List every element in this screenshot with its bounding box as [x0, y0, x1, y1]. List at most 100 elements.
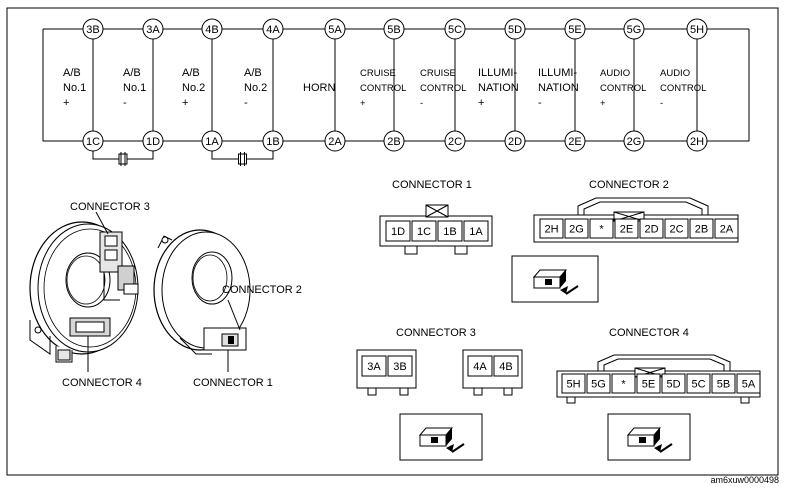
function-label-5E-0: ILLUMI- [538, 67, 577, 79]
pin-label-2C: 2C [669, 224, 683, 236]
pin-cavity-1B [437, 220, 463, 242]
pin-cavity-4A [467, 355, 493, 377]
function-label-4A-0: A/B [244, 67, 262, 79]
pin-cavity-* [611, 373, 636, 394]
function-label-5H-2: - [660, 98, 663, 109]
pin-label-*: * [599, 224, 604, 236]
function-label-3B-1: No.1 [63, 82, 86, 94]
pin-label-*: * [621, 379, 626, 391]
callout-connector-4: CONNECTOR 4 [62, 377, 142, 389]
terminal-label-1D: 1D [146, 136, 160, 148]
pin-cavity-5C [686, 373, 711, 394]
figure-code: am6xuw0000498 [710, 475, 779, 485]
function-label-5G-2: + [600, 98, 606, 109]
terminal-label-5C: 5C [448, 24, 462, 36]
terminal-5B [383, 18, 405, 40]
pin-label-1A: 1A [469, 226, 483, 238]
function-label-5H-0: AUDIO [660, 68, 690, 79]
terminal-2D [504, 130, 526, 152]
function-label-5B-2: + [360, 98, 366, 109]
terminal-label-5B: 5B [387, 24, 400, 36]
pin-cavity-1C [411, 220, 437, 242]
terminal-4A [262, 18, 284, 40]
function-label-5D-1: NATION [478, 82, 519, 94]
pin-label-3B: 3B [393, 361, 406, 373]
function-label-4B-0: A/B [182, 67, 200, 79]
pin-cavity-5G [586, 373, 611, 394]
function-label-5E-1: NATION [538, 82, 579, 94]
pin-cavity-2C [664, 218, 689, 239]
terminal-2G [623, 130, 645, 152]
function-label-5D-2: + [478, 97, 484, 109]
function-label-5C-2: - [420, 98, 423, 109]
terminal-5C [444, 18, 466, 40]
pin-cavity-3A [361, 355, 387, 377]
terminal-label-4B: 4B [205, 24, 218, 36]
pin-label-5H: 5H [566, 379, 580, 391]
pin-cavity-2E [614, 218, 639, 239]
terminal-5A [324, 18, 346, 40]
terminal-label-5A: 5A [328, 24, 342, 36]
terminal-2E [564, 130, 586, 152]
pin-label-5A: 5A [742, 379, 756, 391]
clock-spring-front-view [153, 229, 251, 372]
connector-2-latch [577, 197, 709, 215]
pin-cavity-2G [564, 218, 589, 239]
pin-label-4B: 4B [499, 361, 512, 373]
pin-cavity-2B [689, 218, 714, 239]
pin-label-5G: 5G [591, 379, 606, 391]
pin-label-2D: 2D [644, 224, 658, 236]
pin-cavity-3B [387, 355, 413, 377]
pin-label-1B: 1B [443, 226, 456, 238]
terminal-label-2D: 2D [508, 136, 522, 148]
terminal-label-5H: 5H [690, 24, 704, 36]
pin-label-2H: 2H [544, 224, 558, 236]
terminal-label-2G: 2G [627, 136, 642, 148]
function-label-5B-1: CONTROL [360, 83, 406, 94]
terminal-label-2E: 2E [568, 136, 581, 148]
pin-label-5E: 5E [642, 379, 655, 391]
connector-4-latch [597, 354, 731, 372]
pin-label-2E: 2E [620, 224, 633, 236]
function-label-5C-0: CRUISE [420, 68, 456, 79]
pin-cavity-1A [463, 220, 489, 242]
function-label-4B-2: + [182, 97, 188, 109]
function-label-3A-1: No.1 [123, 82, 146, 94]
pin-cavity-5E [636, 373, 661, 394]
connector-2-title: CONNECTOR 2 [589, 179, 669, 191]
clock-spring-rear-view [29, 211, 139, 372]
pin-label-4A: 4A [473, 361, 487, 373]
pin-cavity-4B [493, 355, 519, 377]
function-label-5D-0: ILLUMI- [478, 67, 517, 79]
pin-cavity-5H [561, 373, 586, 394]
terminal-label-3B: 3B [86, 24, 99, 36]
terminal-label-2C: 2C [448, 136, 462, 148]
terminal-label-1B: 1B [266, 136, 279, 148]
pin-label-1D: 1D [391, 226, 405, 238]
function-label-3A-0: A/B [123, 67, 141, 79]
terminal-label-5E: 5E [568, 24, 581, 36]
function-label-3B-2: + [63, 97, 69, 109]
terminal-label-1A: 1A [205, 136, 219, 148]
function-label-3A-2: - [123, 97, 127, 109]
terminal-label-1C: 1C [86, 136, 100, 148]
callout-connector-2: CONNECTOR 2 [222, 284, 302, 296]
pin-label-2G: 2G [569, 224, 584, 236]
function-label-5G-0: AUDIO [600, 68, 630, 79]
function-label-4B-1: No.2 [182, 82, 205, 94]
connector-1-title: CONNECTOR 1 [392, 179, 472, 191]
pin-cavity-2H [539, 218, 564, 239]
terminal-5G [623, 18, 645, 40]
pin-label-5C: 5C [691, 379, 705, 391]
terminal-2C [444, 130, 466, 152]
terminal-label-2A: 2A [328, 136, 342, 148]
connector-4-title: CONNECTOR 4 [609, 327, 689, 339]
function-label-5H-1: CONTROL [660, 83, 706, 94]
function-label-4A-1: No.2 [244, 82, 267, 94]
terminal-label-5G: 5G [627, 24, 642, 36]
terminal-label-3A: 3A [146, 24, 160, 36]
